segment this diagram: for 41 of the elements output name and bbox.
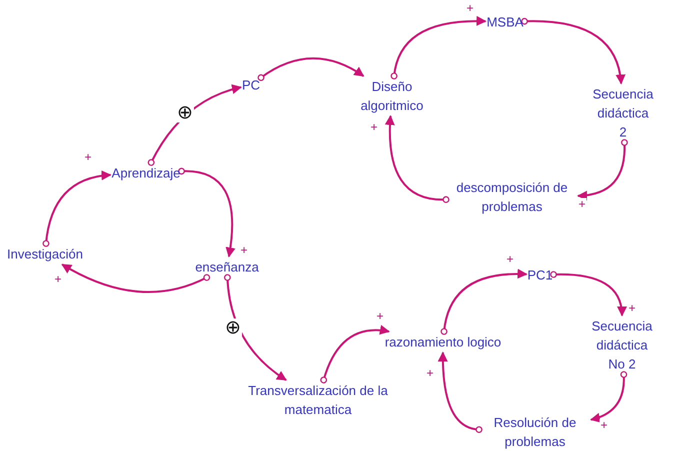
variable-label: PC xyxy=(242,76,260,94)
variable-label: enseñanza xyxy=(195,258,259,276)
variable-label: Secuencia didáctica No 2 xyxy=(592,316,652,374)
polarity-sign: + xyxy=(628,302,636,314)
variable-label: Transversalización de la matematica xyxy=(248,381,388,419)
polarity-sign: + xyxy=(506,253,514,265)
loop-polarity-symbol: ⊕ xyxy=(176,104,194,122)
causal-arrow xyxy=(148,84,242,166)
variable-label: Aprendizaje xyxy=(112,164,180,182)
polarity-sign: + xyxy=(370,121,378,133)
polarity-sign: + xyxy=(240,244,248,256)
loop-polarity-symbol: ⊕ xyxy=(224,318,242,338)
polarity-sign: + xyxy=(376,310,384,322)
causal-arrow xyxy=(320,325,390,384)
polarity-sign: + xyxy=(84,151,92,163)
causal-arrow xyxy=(440,269,528,335)
variable-label: MSBA xyxy=(486,12,524,32)
variable-label: Investigación xyxy=(7,244,83,264)
polarity-sign: + xyxy=(426,367,434,379)
causal-arrow xyxy=(550,271,626,316)
polarity-sign: + xyxy=(578,198,586,210)
polarity-sign: + xyxy=(466,2,474,14)
causal-arrow xyxy=(438,352,482,433)
causal-arrow xyxy=(577,139,628,200)
causal-arrow xyxy=(590,371,628,422)
polarity-sign: + xyxy=(54,273,62,285)
causal-arrow xyxy=(178,168,236,258)
causal-arrow xyxy=(61,264,210,293)
causal-arrow xyxy=(42,170,112,247)
causal-arrow xyxy=(258,57,364,82)
variable-label: razonamiento logico xyxy=(384,332,502,352)
causal-arrow xyxy=(385,115,450,203)
variable-label: Secuencia didáctica 2 xyxy=(592,84,654,142)
variable-label: Resolución de problemas xyxy=(480,413,590,451)
variable-label: descomposición de problemas xyxy=(447,178,577,216)
variable-label: Diseño algoritmico xyxy=(342,77,442,115)
variable-label: PC1 xyxy=(527,266,553,284)
causal-arrow xyxy=(521,18,625,84)
polarity-sign: + xyxy=(600,419,608,431)
causal-arrow xyxy=(390,16,486,80)
causal-arrow xyxy=(224,274,287,381)
